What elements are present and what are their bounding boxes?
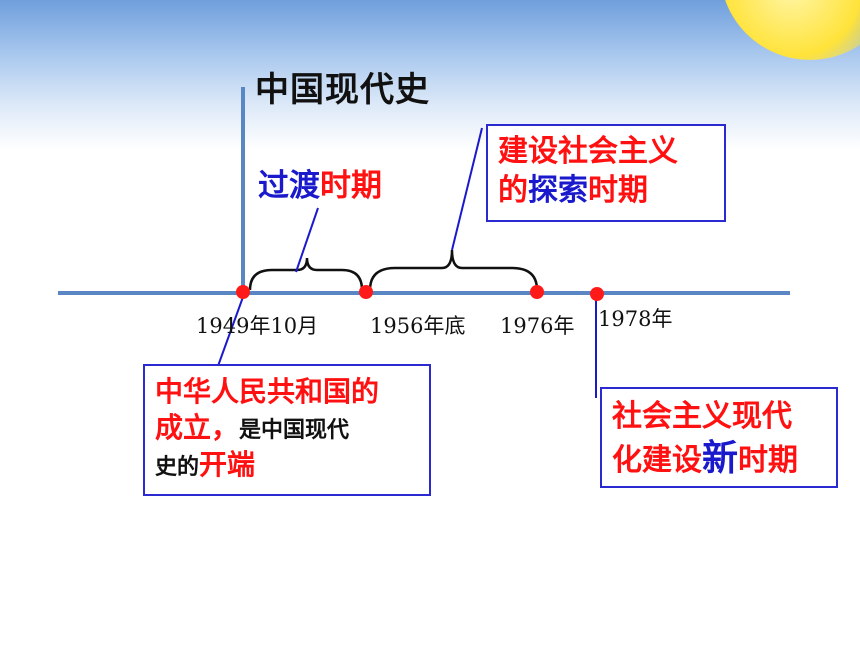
exploration-line2-b: 探索 [528,173,588,208]
connector-founding [217,296,244,367]
modernization-line2-a: 化建设 [612,443,702,478]
box-modernization-period: 社会主义现代 化建设新时期 [600,387,838,488]
label-transition-period: 过渡时期 [252,160,388,205]
connector-transition [295,207,319,273]
exploration-line1: 建设社会主义 [498,134,678,169]
label-transition-part2: 时期 [320,168,382,204]
founding-line1: 中华人民共和国的 [155,375,380,408]
exploration-line2: 的探索时期 [498,171,714,210]
founding-line2-b: 是中国现代 [239,418,350,444]
marker-1978 [590,287,604,301]
founding-line2-a: 成立， [155,411,240,445]
marker-1956 [359,285,373,299]
label-1978: 1978年 [598,307,673,331]
label-1956: 1956年底 [370,314,466,338]
label-transition-part1: 过渡 [258,168,320,204]
founding-line3: 史的开端 [155,447,419,483]
brace-transition [248,257,364,291]
label-1976: 1976年 [500,314,575,338]
box-exploration-period: 建设社会主义 的探索时期 [486,124,726,222]
label-1949: 1949年10月 [196,314,319,338]
founding-line2: 成立，是中国现代 [155,410,419,446]
page-title: 中国现代史 [255,70,430,110]
exploration-line2-a: 的 [498,173,528,208]
founding-line3-b: 开端 [199,447,256,481]
marker-1949 [236,285,250,299]
exploration-line2-c: 时期 [588,173,648,208]
connector-exploration [451,127,483,251]
brace-exploration [368,249,539,291]
modernization-line2: 化建设新时期 [612,436,826,483]
marker-1976 [530,285,544,299]
box-founding: 中华人民共和国的 成立，是中国现代 史的开端 [143,364,431,496]
modernization-line2-b: 新 [702,438,739,479]
founding-line3-a: 史的 [155,454,200,480]
modernization-line1: 社会主义现代 [612,399,792,434]
modernization-line2-c: 时期 [738,443,799,478]
